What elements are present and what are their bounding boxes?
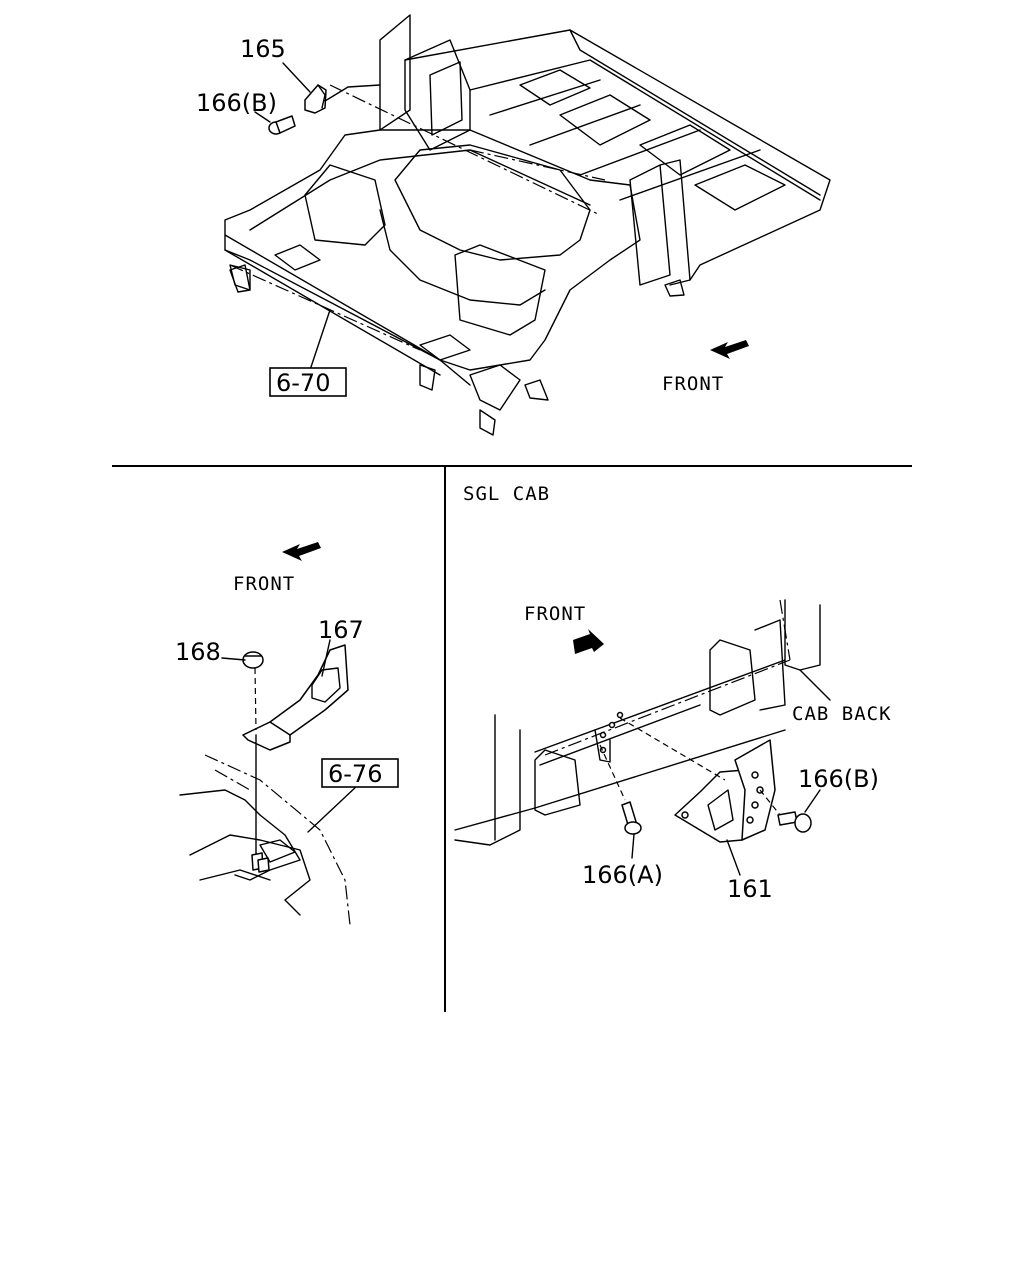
front-arrow-icon — [710, 340, 749, 359]
ref-6-76[interactable]: 6-76 — [328, 760, 382, 788]
cab-back-label: CAB BACK — [792, 703, 892, 725]
front-arrow-icon — [573, 629, 604, 654]
cab-floor-assembly — [224, 14, 831, 436]
panel-title-sgl-cab: SGL CAB — [463, 483, 550, 505]
callout-166b-top: 166(B) — [196, 89, 277, 117]
front-arrow-icon — [282, 542, 321, 561]
floor-section-left — [179, 754, 351, 926]
ref-box-6-70[interactable] — [269, 367, 347, 397]
bracket-161 — [674, 739, 776, 843]
ref-6-70[interactable]: 6-70 — [276, 369, 330, 397]
cab-frame-section — [454, 599, 831, 846]
front-label-top: FRONT — [662, 373, 724, 395]
callout-161: 161 — [727, 875, 773, 903]
callout-166a: 166(A) — [582, 861, 663, 889]
callout-168: 168 — [175, 638, 221, 666]
front-label-left: FRONT — [233, 573, 295, 595]
bolt-166a — [621, 801, 642, 835]
bolt-166b-top — [268, 115, 296, 135]
bolt-166b-right — [777, 811, 812, 833]
callout-166b-right: 166(B) — [798, 765, 879, 793]
callout-167: 167 — [318, 616, 364, 644]
callout-165: 165 — [240, 35, 286, 63]
front-label-right: FRONT — [524, 603, 586, 625]
bracket-167-assembly — [221, 639, 349, 873]
ref-box-6-76[interactable] — [321, 758, 399, 788]
